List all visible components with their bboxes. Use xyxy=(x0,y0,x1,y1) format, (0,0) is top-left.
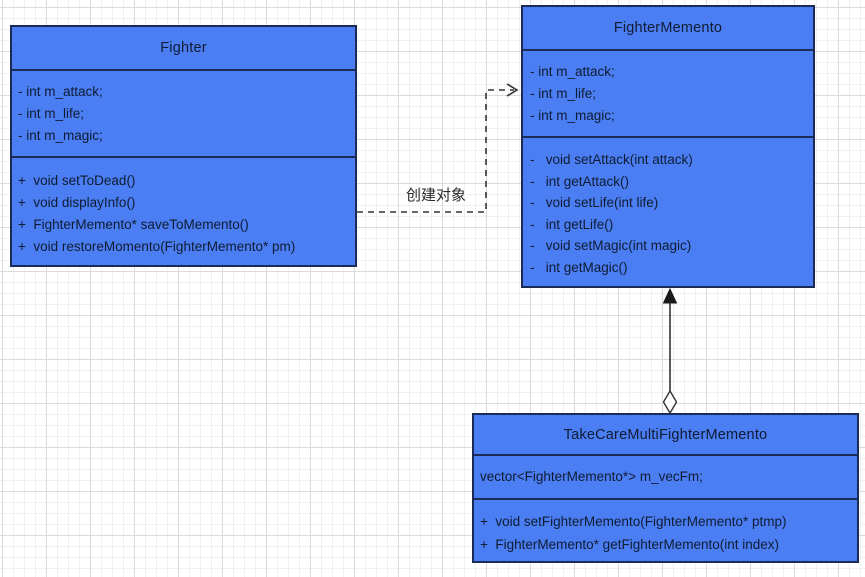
aggregation-diamond-icon xyxy=(662,389,678,415)
attributes-section: - int m_attack; - int m_life; - int m_ma… xyxy=(523,51,813,138)
method-row: + void restoreMomento(FighterMemento* pm… xyxy=(18,239,296,254)
class-title: TakeCareMultiFighterMemento xyxy=(474,415,857,456)
method-row: - void setMagic(int magic) xyxy=(530,238,692,253)
class-box-take-care-multi-fighter-memento[interactable]: TakeCareMultiFighterMemento vector<Fight… xyxy=(472,413,859,563)
class-box-fighter[interactable]: Fighter - int m_attack; - int m_life; - … xyxy=(10,25,357,267)
attributes-section: vector<FighterMemento*> m_vecFm; xyxy=(474,456,857,500)
method-row: - void setLife(int life) xyxy=(530,195,659,210)
class-title: Fighter xyxy=(12,27,355,71)
open-arrowhead-icon xyxy=(506,83,519,97)
attribute-row: - int m_life; xyxy=(18,106,85,121)
methods-section: + void setToDead() + void displayInfo() … xyxy=(12,158,355,258)
attribute-row: - int m_attack; xyxy=(530,64,615,79)
aggregation-edge[interactable] xyxy=(662,287,678,415)
methods-section: + void setFighterMemento(FighterMemento*… xyxy=(474,500,857,556)
edge-label-create-object[interactable]: 创建对象 xyxy=(406,187,467,204)
method-row: + void setFighterMemento(FighterMemento*… xyxy=(480,514,787,529)
attribute-row: vector<FighterMemento*> m_vecFm; xyxy=(480,469,703,484)
method-row: - int getAttack() xyxy=(530,173,630,189)
class-title: FighterMemento xyxy=(523,7,813,51)
method-row: - void setAttack(int attack) xyxy=(530,152,693,167)
attribute-row: - int m_life; xyxy=(530,86,597,101)
methods-section: - void setAttack(int attack) - int getAt… xyxy=(523,138,813,278)
attribute-row: - int m_attack; xyxy=(18,84,103,99)
attribute-row: - int m_magic; xyxy=(530,108,615,123)
method-row: + FighterMemento* saveToMemento() xyxy=(18,217,249,232)
method-row: - int getLife() xyxy=(530,216,614,232)
method-row: + FighterMemento* getFighterMemento(int … xyxy=(480,537,780,552)
method-row: + void displayInfo() xyxy=(18,195,136,210)
attribute-row: - int m_magic; xyxy=(18,128,103,143)
method-row: - int getMagic() xyxy=(530,259,628,275)
filled-arrowhead-icon xyxy=(662,287,678,304)
method-row: + void setToDead() xyxy=(18,173,136,188)
class-box-fighter-memento[interactable]: FighterMemento - int m_attack; - int m_l… xyxy=(521,5,815,288)
attributes-section: - int m_attack; - int m_life; - int m_ma… xyxy=(12,71,355,158)
